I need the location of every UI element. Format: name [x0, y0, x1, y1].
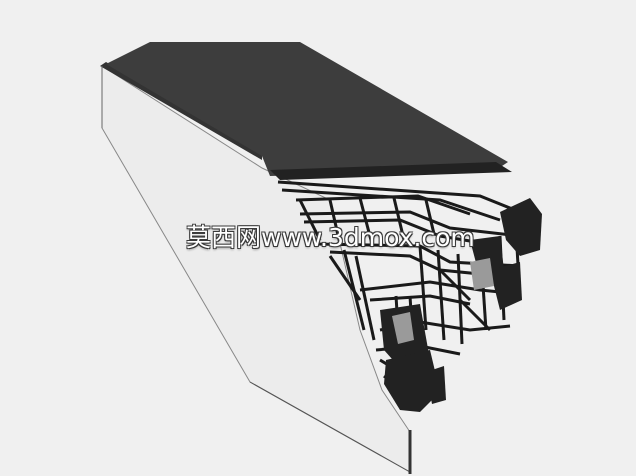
- roof-slab: [106, 42, 508, 176]
- frame-solids: [380, 198, 542, 412]
- watermark-text: 莫西网www.3dmox.com: [186, 223, 475, 252]
- roof-slab-edge: [270, 162, 512, 180]
- frame-light-panels: [392, 258, 494, 344]
- wall-bottom-line: [249, 381, 411, 473]
- wall-edge: [100, 62, 262, 160]
